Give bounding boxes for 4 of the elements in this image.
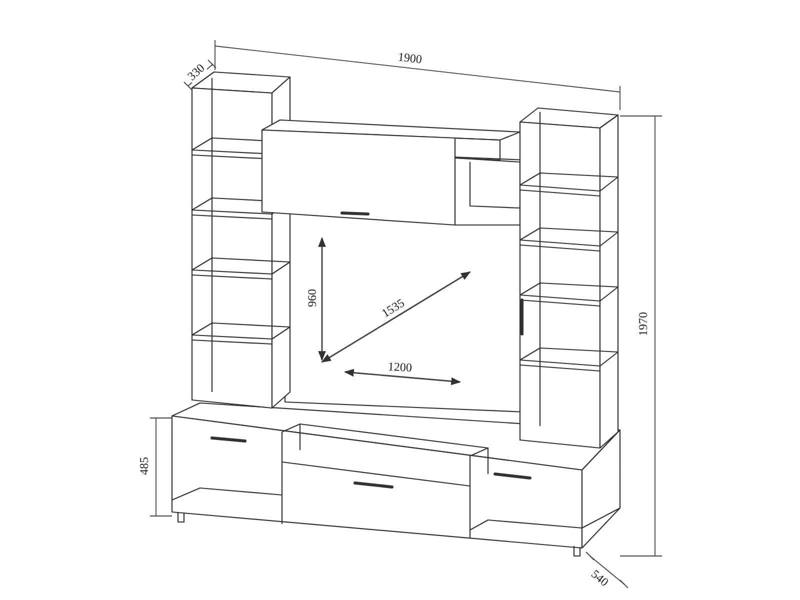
- dimension-label: 1970: [637, 311, 649, 337]
- dimension-label: 485: [138, 456, 150, 476]
- dimension-label: 960: [306, 288, 318, 308]
- dimension-label: 1900: [396, 50, 424, 66]
